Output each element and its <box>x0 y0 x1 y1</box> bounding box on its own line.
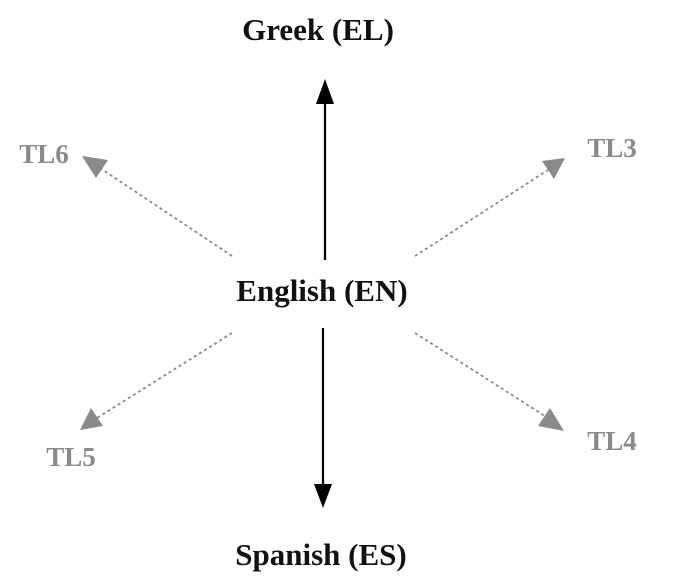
arrow-to-tl6 <box>82 156 233 257</box>
node-tl3: TL3 <box>587 133 637 163</box>
node-tl5: TL5 <box>46 442 96 472</box>
node-tl6: TL6 <box>19 139 69 169</box>
arrow-to-tl5 <box>80 332 233 430</box>
arrow-to-tl4 <box>414 332 564 431</box>
node-english: English (EN) <box>236 273 407 308</box>
node-greek: Greek (EL) <box>242 12 394 47</box>
node-spanish: Spanish (ES) <box>235 537 406 572</box>
arrow-to-greek <box>316 79 334 260</box>
arrow-to-tl3 <box>414 158 565 257</box>
node-tl4: TL4 <box>587 426 637 456</box>
arrow-to-spanish <box>314 328 332 508</box>
